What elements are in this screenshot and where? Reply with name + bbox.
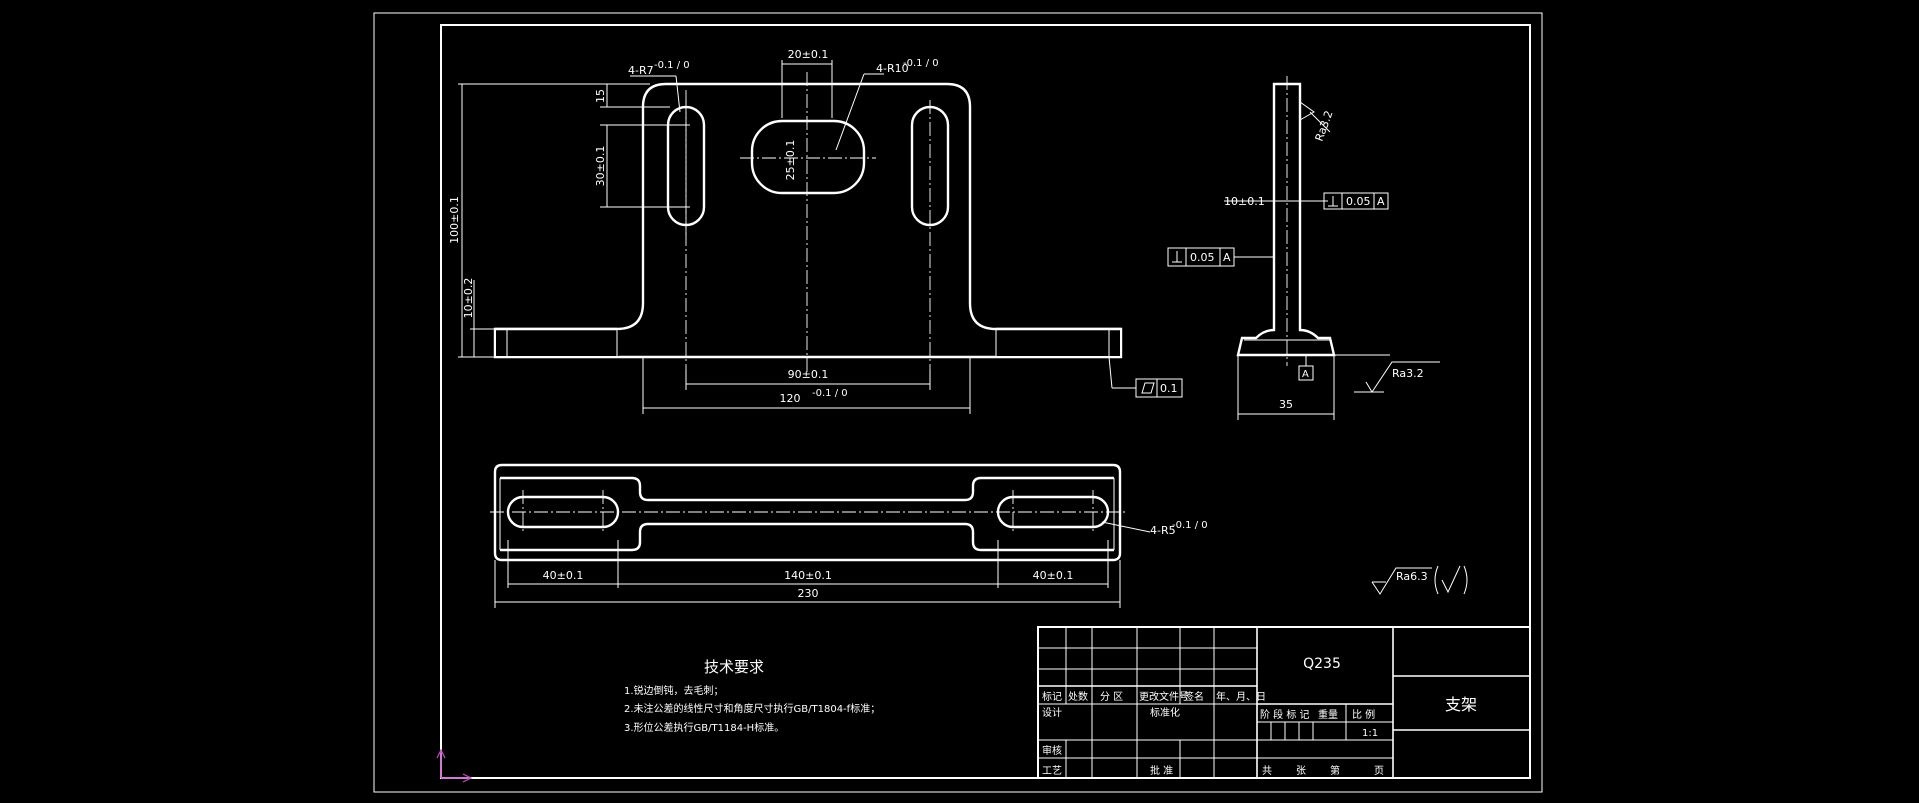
- dim-side-35: 35: [1279, 398, 1293, 411]
- dim-width-90: 90±0.1: [788, 368, 829, 381]
- tb-label-sign: 签名: [1184, 690, 1204, 703]
- dim-plan-230: 230: [798, 587, 819, 600]
- dim-width-120: 120: [780, 392, 801, 405]
- right-flange-white: [996, 330, 1120, 356]
- tol-perp-left-datum: A: [1223, 251, 1231, 264]
- tol-perp-top: 0.05: [1346, 195, 1371, 208]
- tb-material: Q235: [1303, 656, 1341, 672]
- tb-label-zone: 分 区: [1100, 691, 1123, 703]
- front-view-body: [493, 82, 1123, 359]
- ucs-icon: [436, 748, 473, 783]
- outer-frame: [373, 12, 1543, 793]
- tech-heading: 技术要求: [704, 658, 764, 676]
- inner-frame: [440, 24, 1531, 779]
- tb-approve: 批 准: [1150, 764, 1173, 777]
- dim-top-15: 15: [594, 89, 607, 103]
- tech-item-2: 2.未注公差的线性尺寸和角度尺寸执行GB/T1804-f标准；: [624, 702, 880, 715]
- general-roughness: Ra6.3: [1371, 565, 1468, 595]
- center-slot: [750, 119, 866, 195]
- dim-r-big-tol: -0.1 / 0: [903, 58, 939, 69]
- dim-slot-height: 25±0.1: [784, 140, 797, 181]
- tb-design: 设计: [1042, 706, 1062, 719]
- tb-scale: 1:1: [1362, 728, 1378, 739]
- tb-process: 工艺: [1042, 765, 1062, 777]
- dim-r-small: 4-R7: [628, 64, 654, 77]
- dim-plan-40-right: 40±0.1: [1033, 569, 1074, 582]
- left-flange-white: [496, 330, 619, 356]
- dim-plan-r: 4-R5: [1150, 524, 1176, 537]
- tb-label-mark: 标记: [1042, 691, 1062, 703]
- plan-view-body: [493, 463, 1122, 562]
- tb-label-date: 年、月、日: [1216, 690, 1266, 703]
- tb-review: 审核: [1042, 744, 1062, 757]
- tb-sheet-unit2: 页: [1374, 765, 1384, 777]
- tb-part-name: 支架: [1445, 695, 1477, 714]
- dim-side-10: 10±0.1: [1224, 195, 1265, 208]
- dim-height-100: 100±0.1: [448, 196, 461, 244]
- tb-label-change: 更改文件号: [1139, 690, 1189, 703]
- datum-a: A: [1302, 369, 1309, 380]
- tech-item-3: 3.形位公差执行GB/T1184-H标准。: [624, 721, 784, 734]
- tb-sheet-total: 共: [1262, 765, 1272, 777]
- tb-sheet-no: 第: [1330, 764, 1340, 777]
- tech-item-1: 1.锐边倒钝，去毛刺；: [624, 684, 724, 697]
- front-view: 20±0.1 25±0.1 4-R7 -0.1 / 0 4-R10 -0.1 /…: [448, 48, 1183, 414]
- dim-base-10: 10±0.2: [462, 278, 475, 319]
- tb-stage: 阶 段 标 记: [1260, 708, 1310, 721]
- roughness-side-top: Ra3.2: [1313, 109, 1336, 143]
- plan-inner-outline: [500, 476, 1114, 552]
- tb-sheet-unit1: 张: [1296, 765, 1306, 777]
- side-view: Ra3.2 10±0.1 0.05 A 0.05 A A Ra3.2: [1167, 76, 1440, 420]
- dim-r-big: 4-R10: [876, 62, 909, 75]
- roughness-side-bottom: Ra3.2: [1392, 367, 1424, 380]
- plan-view: 4-R5 -0.1 / 0 40±0.1 140±0.1 40±0.1 230: [490, 463, 1208, 608]
- tb-standardize: 标准化: [1150, 706, 1180, 719]
- title-block: 标记 处数 分 区 更改文件号 签名 年、月、日 设计 标准化 审核 工艺 批 …: [1037, 626, 1531, 779]
- dim-width-120-tol: -0.1 / 0: [812, 388, 848, 399]
- dim-r-small-tol: -0.1 / 0: [654, 60, 690, 71]
- dim-plan-r-tol: -0.1 / 0: [1172, 520, 1208, 531]
- tol-perp-top-datum: A: [1377, 195, 1385, 208]
- tol-flatness: 0.1: [1160, 382, 1178, 395]
- tol-perp-left: 0.05: [1190, 251, 1215, 264]
- dim-plan-140: 140±0.1: [784, 569, 832, 582]
- dim-slot-width: 20±0.1: [788, 48, 829, 61]
- dim-slot-30: 30±0.1: [594, 146, 607, 187]
- tb-weight: 重量: [1318, 708, 1338, 721]
- roughness-general: Ra6.3: [1396, 570, 1428, 583]
- tech-requirements: 技术要求 1.锐边倒钝，去毛刺； 2.未注公差的线性尺寸和角度尺寸执行GB/T1…: [624, 658, 880, 734]
- dim-plan-40-left: 40±0.1: [543, 569, 584, 582]
- tb-label-count: 处数: [1068, 690, 1088, 703]
- tb-ratio: 比 例: [1352, 708, 1375, 721]
